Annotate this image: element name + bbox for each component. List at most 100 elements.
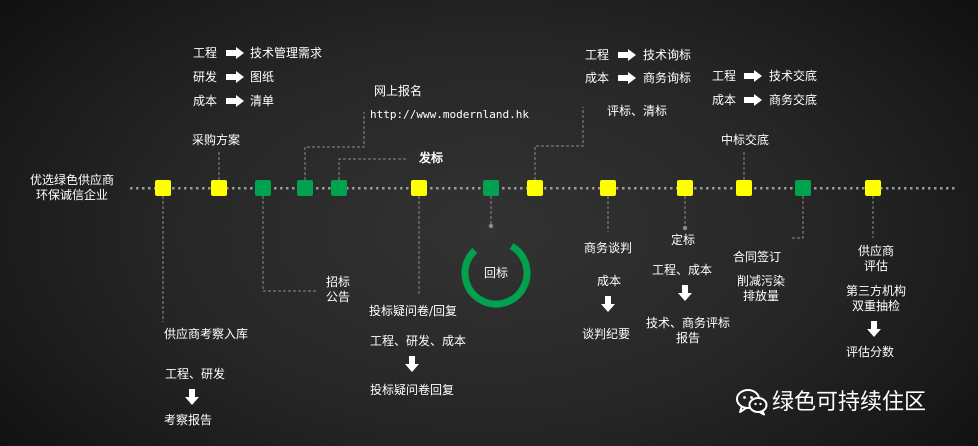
milestone-green bbox=[255, 180, 271, 196]
connector-end-dot bbox=[682, 225, 688, 231]
timeline-dot bbox=[502, 187, 505, 190]
arrow-right-icon bbox=[618, 72, 636, 84]
connector-line bbox=[262, 196, 318, 292]
business-negotiation-result: 谈判纪要 bbox=[582, 327, 631, 341]
timeline-dot bbox=[280, 187, 283, 190]
timeline-dot bbox=[550, 187, 553, 190]
arrow-right-icon bbox=[226, 71, 244, 83]
timeline-dot bbox=[448, 187, 451, 190]
top-group-2-item-1: 技术询标 bbox=[643, 48, 692, 62]
supplier-eval-line-2: 评估 bbox=[863, 259, 888, 273]
milestone-yellow bbox=[736, 180, 752, 196]
arrow-down-icon bbox=[601, 296, 615, 312]
top-group-2-dept-2: 成本 bbox=[585, 71, 610, 85]
timeline-dot bbox=[892, 187, 895, 190]
business-negotiation-sub: 成本 bbox=[597, 274, 622, 288]
wechat-icon bbox=[736, 389, 768, 416]
timeline-dot bbox=[952, 187, 955, 190]
timeline-dot bbox=[694, 187, 697, 190]
milestone-green bbox=[331, 180, 347, 196]
milestone-yellow bbox=[155, 180, 171, 196]
return-bid-label: 回标 bbox=[483, 266, 508, 280]
timeline-dot bbox=[406, 187, 409, 190]
timeline-dot bbox=[904, 187, 907, 190]
timeline-dot bbox=[148, 187, 151, 190]
timeline-dot bbox=[712, 187, 715, 190]
top-group-3-item-1: 技术交底 bbox=[769, 69, 818, 83]
timeline-dot bbox=[928, 187, 931, 190]
timeline-dot bbox=[844, 187, 847, 190]
milestone-yellow bbox=[865, 180, 881, 196]
timeline-dot bbox=[364, 187, 367, 190]
arrow-right-icon bbox=[226, 95, 244, 107]
arrow-right-icon bbox=[618, 49, 636, 61]
timeline-dot bbox=[790, 187, 793, 190]
timeline-dot bbox=[640, 187, 643, 190]
timeline-dot bbox=[562, 187, 565, 190]
timeline-dot bbox=[190, 187, 193, 190]
timeline-dot bbox=[784, 187, 787, 190]
timeline-dot bbox=[598, 187, 601, 190]
timeline-dot bbox=[508, 187, 511, 190]
milestone-green bbox=[297, 180, 313, 196]
watermark-text: 绿色可持续住区 bbox=[772, 390, 927, 415]
timeline-dot bbox=[886, 187, 889, 190]
timeline-dot bbox=[754, 187, 757, 190]
top-group-3-dept-2: 成本 bbox=[712, 93, 737, 107]
timeline-dot bbox=[136, 187, 139, 190]
timeline-dot bbox=[250, 187, 253, 190]
timeline-dot bbox=[880, 187, 883, 190]
timeline-dot bbox=[910, 187, 913, 190]
timeline-dot bbox=[922, 187, 925, 190]
timeline-dot bbox=[700, 187, 703, 190]
timeline-dot bbox=[760, 187, 763, 190]
timeline-dot bbox=[820, 187, 823, 190]
timeline-dot bbox=[130, 187, 133, 190]
timeline-dot bbox=[352, 187, 355, 190]
arrow-down-icon bbox=[185, 389, 199, 405]
contract-note-line-2: 排放量 bbox=[742, 289, 779, 303]
top-group-1-dept-1: 工程 bbox=[193, 46, 218, 60]
timeline-dot bbox=[670, 187, 673, 190]
timeline-dot bbox=[580, 187, 583, 190]
tender-notice-line-1: 招标 bbox=[325, 275, 350, 289]
start-label-line-2: 环保诚信企业 bbox=[35, 188, 108, 202]
top-group-1-item-1: 技术管理需求 bbox=[250, 46, 323, 60]
timeline-dot bbox=[778, 187, 781, 190]
timeline-dot bbox=[460, 187, 463, 190]
issue-bid-label: 发标 bbox=[419, 151, 444, 165]
supplier-review-result: 考察报告 bbox=[164, 413, 213, 427]
timeline-dot bbox=[568, 187, 571, 190]
timeline-dot bbox=[472, 187, 475, 190]
contract-note: 削减污染 排放量 bbox=[731, 274, 791, 304]
supplier-review-sub: 工程、研发 bbox=[165, 367, 226, 381]
timeline-dot bbox=[646, 187, 649, 190]
tender-notice-line-2: 公告 bbox=[325, 290, 350, 304]
timeline-dot bbox=[574, 187, 577, 190]
business-negotiation-label: 商务谈判 bbox=[584, 241, 633, 255]
timeline-dot bbox=[946, 187, 949, 190]
timeline-dot bbox=[430, 187, 433, 190]
contract-label: 合同签订 bbox=[733, 250, 782, 264]
connector-line bbox=[304, 112, 365, 180]
arrow-right-icon bbox=[744, 94, 762, 106]
arrow-down-icon bbox=[678, 285, 692, 301]
top-group-3-dept-1: 工程 bbox=[712, 69, 737, 83]
online-signup-label: 网上报名 bbox=[374, 84, 423, 98]
timeline-dot bbox=[940, 187, 943, 190]
timeline-dot bbox=[292, 187, 295, 190]
timeline-dot bbox=[706, 187, 709, 190]
supplier-eval-audit-line-2: 双重抽检 bbox=[851, 299, 900, 313]
supplier-eval-label: 供应商 评估 bbox=[846, 244, 906, 274]
arrow-down-icon bbox=[867, 321, 881, 337]
timeline-dot bbox=[358, 187, 361, 190]
timeline-dot bbox=[592, 187, 595, 190]
timeline-dot bbox=[556, 187, 559, 190]
timeline-dot bbox=[370, 187, 373, 190]
bid-questions-label: 投标疑问卷/回复 bbox=[369, 304, 458, 318]
timeline-dot bbox=[238, 187, 241, 190]
timeline-dot bbox=[346, 187, 349, 190]
timeline-dot bbox=[202, 187, 205, 190]
decide-bid-result-line-2: 报告 bbox=[675, 331, 700, 345]
timeline-dot bbox=[208, 187, 211, 190]
